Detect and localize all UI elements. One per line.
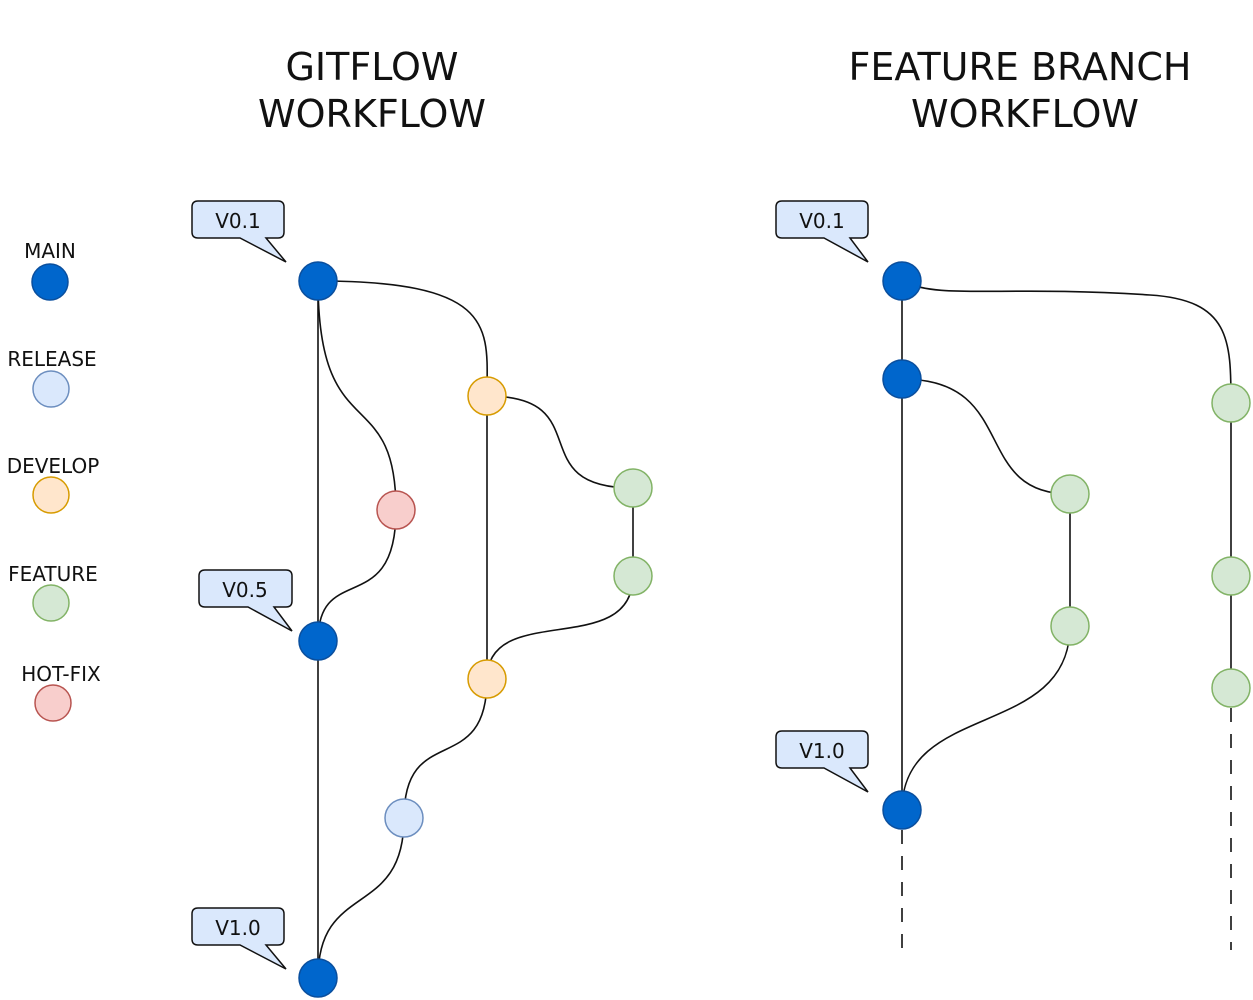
gitflow-tag-v05-label: V0.5 <box>222 578 268 602</box>
feature-tag-v10: V1.0 <box>775 730 869 793</box>
gitflow-develop-commit-1 <box>467 376 507 416</box>
legend-hotfix-swatch <box>34 684 72 722</box>
feature-branch-b-commit-2 <box>1211 556 1251 596</box>
feature-branch-b-commit-3 <box>1211 668 1251 708</box>
gitflow-release-commit <box>384 798 424 838</box>
gitflow-tag-v10: V1.0 <box>191 907 287 970</box>
gitflow-nodes <box>298 261 653 998</box>
feature-branch-a-commit-2 <box>1050 606 1090 646</box>
feature-title-line1: FEATURE BRANCH <box>849 45 1192 89</box>
gitflow-hotfix-commit <box>376 490 416 530</box>
gitflow-main-commit-1 <box>298 261 338 301</box>
gitflow-tag-v10-label: V1.0 <box>215 916 261 940</box>
feature-tag-v01-label: V0.1 <box>799 209 845 233</box>
legend-main-label: MAIN <box>24 239 76 263</box>
gitflow-title-line2: WORKFLOW <box>258 92 486 136</box>
legend-feature-swatch <box>32 584 70 622</box>
legend-feature-label: FEATURE <box>8 562 98 586</box>
legend-hotfix-label: HOT-FIX <box>21 662 101 686</box>
gitflow-tag-v01: V0.1 <box>191 200 287 263</box>
feature-nodes <box>882 261 1251 830</box>
legend: MAIN RELEASE DEVELOP FEATURE HOT-FIX <box>7 239 101 722</box>
gitflow-main-commit-3 <box>298 958 338 998</box>
feature-title-line2: WORKFLOW <box>911 92 1139 136</box>
gitflow-develop-to-release <box>403 678 488 819</box>
feature-main-to-branch-b <box>901 280 1232 404</box>
legend-main-swatch <box>31 263 69 301</box>
gitflow-tag-v01-label: V0.1 <box>215 209 261 233</box>
gitflow-title-line1: GITFLOW <box>285 45 458 89</box>
gitflow-develop-to-feature <box>486 395 634 489</box>
gitflow-release-to-main <box>317 817 405 979</box>
gitflow-main-to-develop <box>317 280 488 397</box>
gitflow-main-to-hotfix <box>317 280 397 511</box>
feature-branch-b-commit-1 <box>1211 383 1251 423</box>
gitflow-feature-commit-2 <box>613 556 653 596</box>
feature-main-commit-3 <box>882 790 922 830</box>
gitflow-develop-commit-2 <box>467 659 507 699</box>
gitflow-tag-v05: V0.5 <box>198 569 293 632</box>
feature-tag-v10-label: V1.0 <box>799 739 845 763</box>
legend-develop-label: DEVELOP <box>7 454 100 478</box>
gitflow-main-commit-2 <box>298 621 338 661</box>
feature-main-to-branch-a <box>901 378 1071 495</box>
feature-tag-v01: V0.1 <box>775 200 869 263</box>
feature-main-commit-2 <box>882 359 922 399</box>
feature-branch-a-commit-1 <box>1050 474 1090 514</box>
gitflow-feature-commit-1 <box>613 468 653 508</box>
feature-branch-a-to-main <box>901 625 1071 811</box>
gitflow-feature-to-develop <box>486 575 634 680</box>
feature-main-commit-1 <box>882 261 922 301</box>
legend-release-label: RELEASE <box>7 347 96 371</box>
legend-release-swatch <box>32 370 70 408</box>
gitflow-hotfix-to-main <box>317 509 397 642</box>
legend-develop-swatch <box>32 476 70 514</box>
